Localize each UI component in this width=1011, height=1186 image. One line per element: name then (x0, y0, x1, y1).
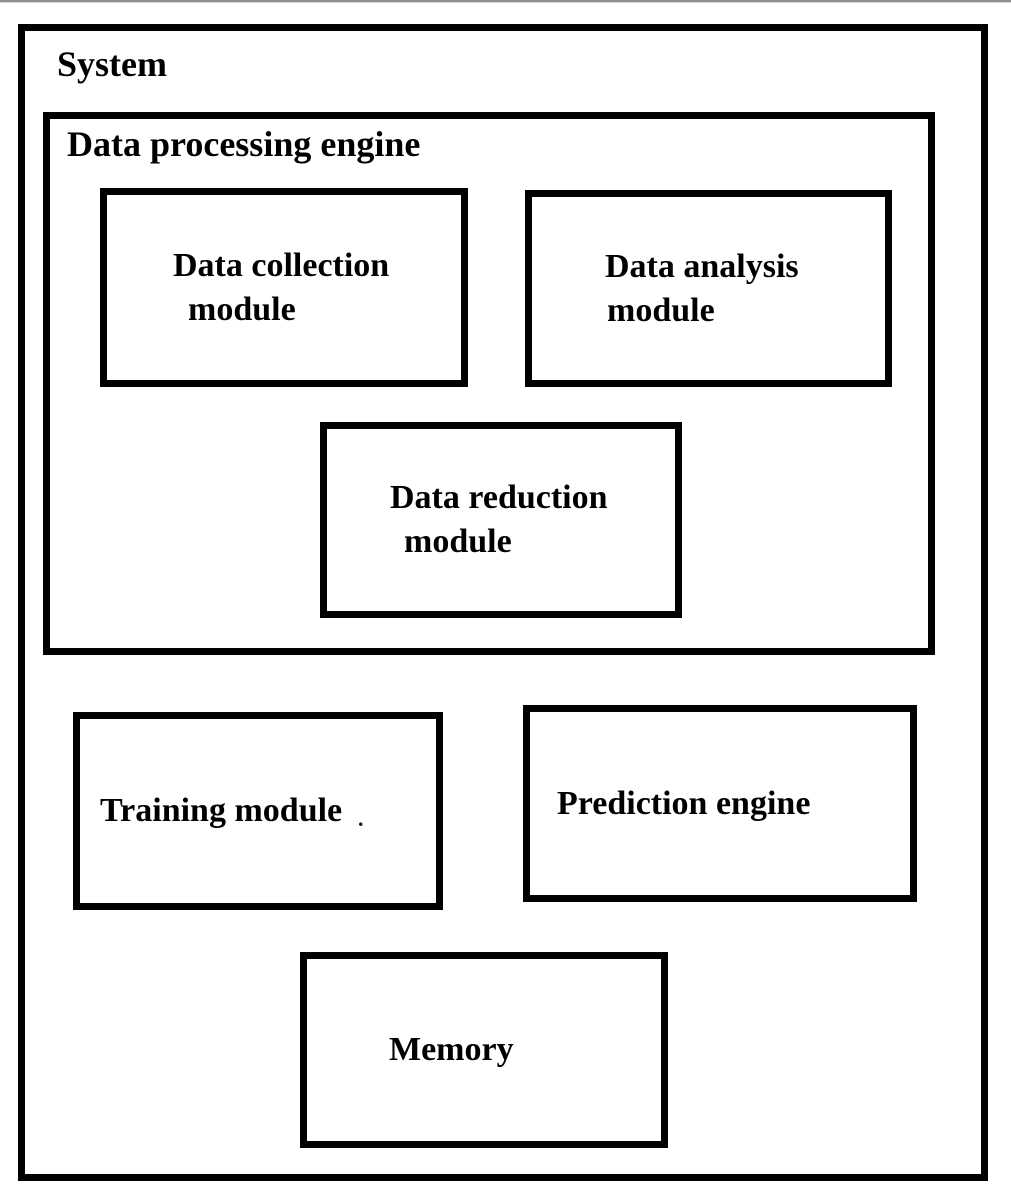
prediction-engine-box: Prediction engine (523, 705, 917, 902)
data-analysis-module-label: Data analysis module (532, 197, 885, 380)
data-reduction-module-label: Data reduction module (327, 429, 675, 611)
stray-period-mark: . (358, 806, 364, 831)
prediction-engine-label: Prediction engine (530, 712, 910, 895)
data-collection-module-label: Data collection module (107, 195, 461, 380)
data-processing-engine-label: Data processing engine (67, 124, 421, 164)
label-line: Training module (100, 792, 343, 829)
label-line: Data reduction (390, 479, 608, 516)
training-module-label: Training module (80, 719, 436, 903)
label-line: module (607, 291, 715, 329)
label-line: module (188, 290, 296, 328)
data-collection-module-box: Data collection module (100, 188, 468, 387)
data-reduction-module-box: Data reduction module (320, 422, 682, 618)
screenshot-top-edge (0, 0, 1011, 3)
memory-box: Memory (300, 952, 668, 1148)
system-label: System (57, 44, 167, 84)
label-line: Data collection (173, 246, 390, 284)
label-line: module (404, 523, 512, 560)
training-module-box: Training module (73, 712, 443, 910)
memory-label: Memory (307, 959, 661, 1141)
label-line: Data analysis (605, 247, 799, 285)
label-line: Prediction engine (557, 784, 811, 822)
data-analysis-module-box: Data analysis module (525, 190, 892, 387)
label-line: Memory (389, 1031, 514, 1068)
